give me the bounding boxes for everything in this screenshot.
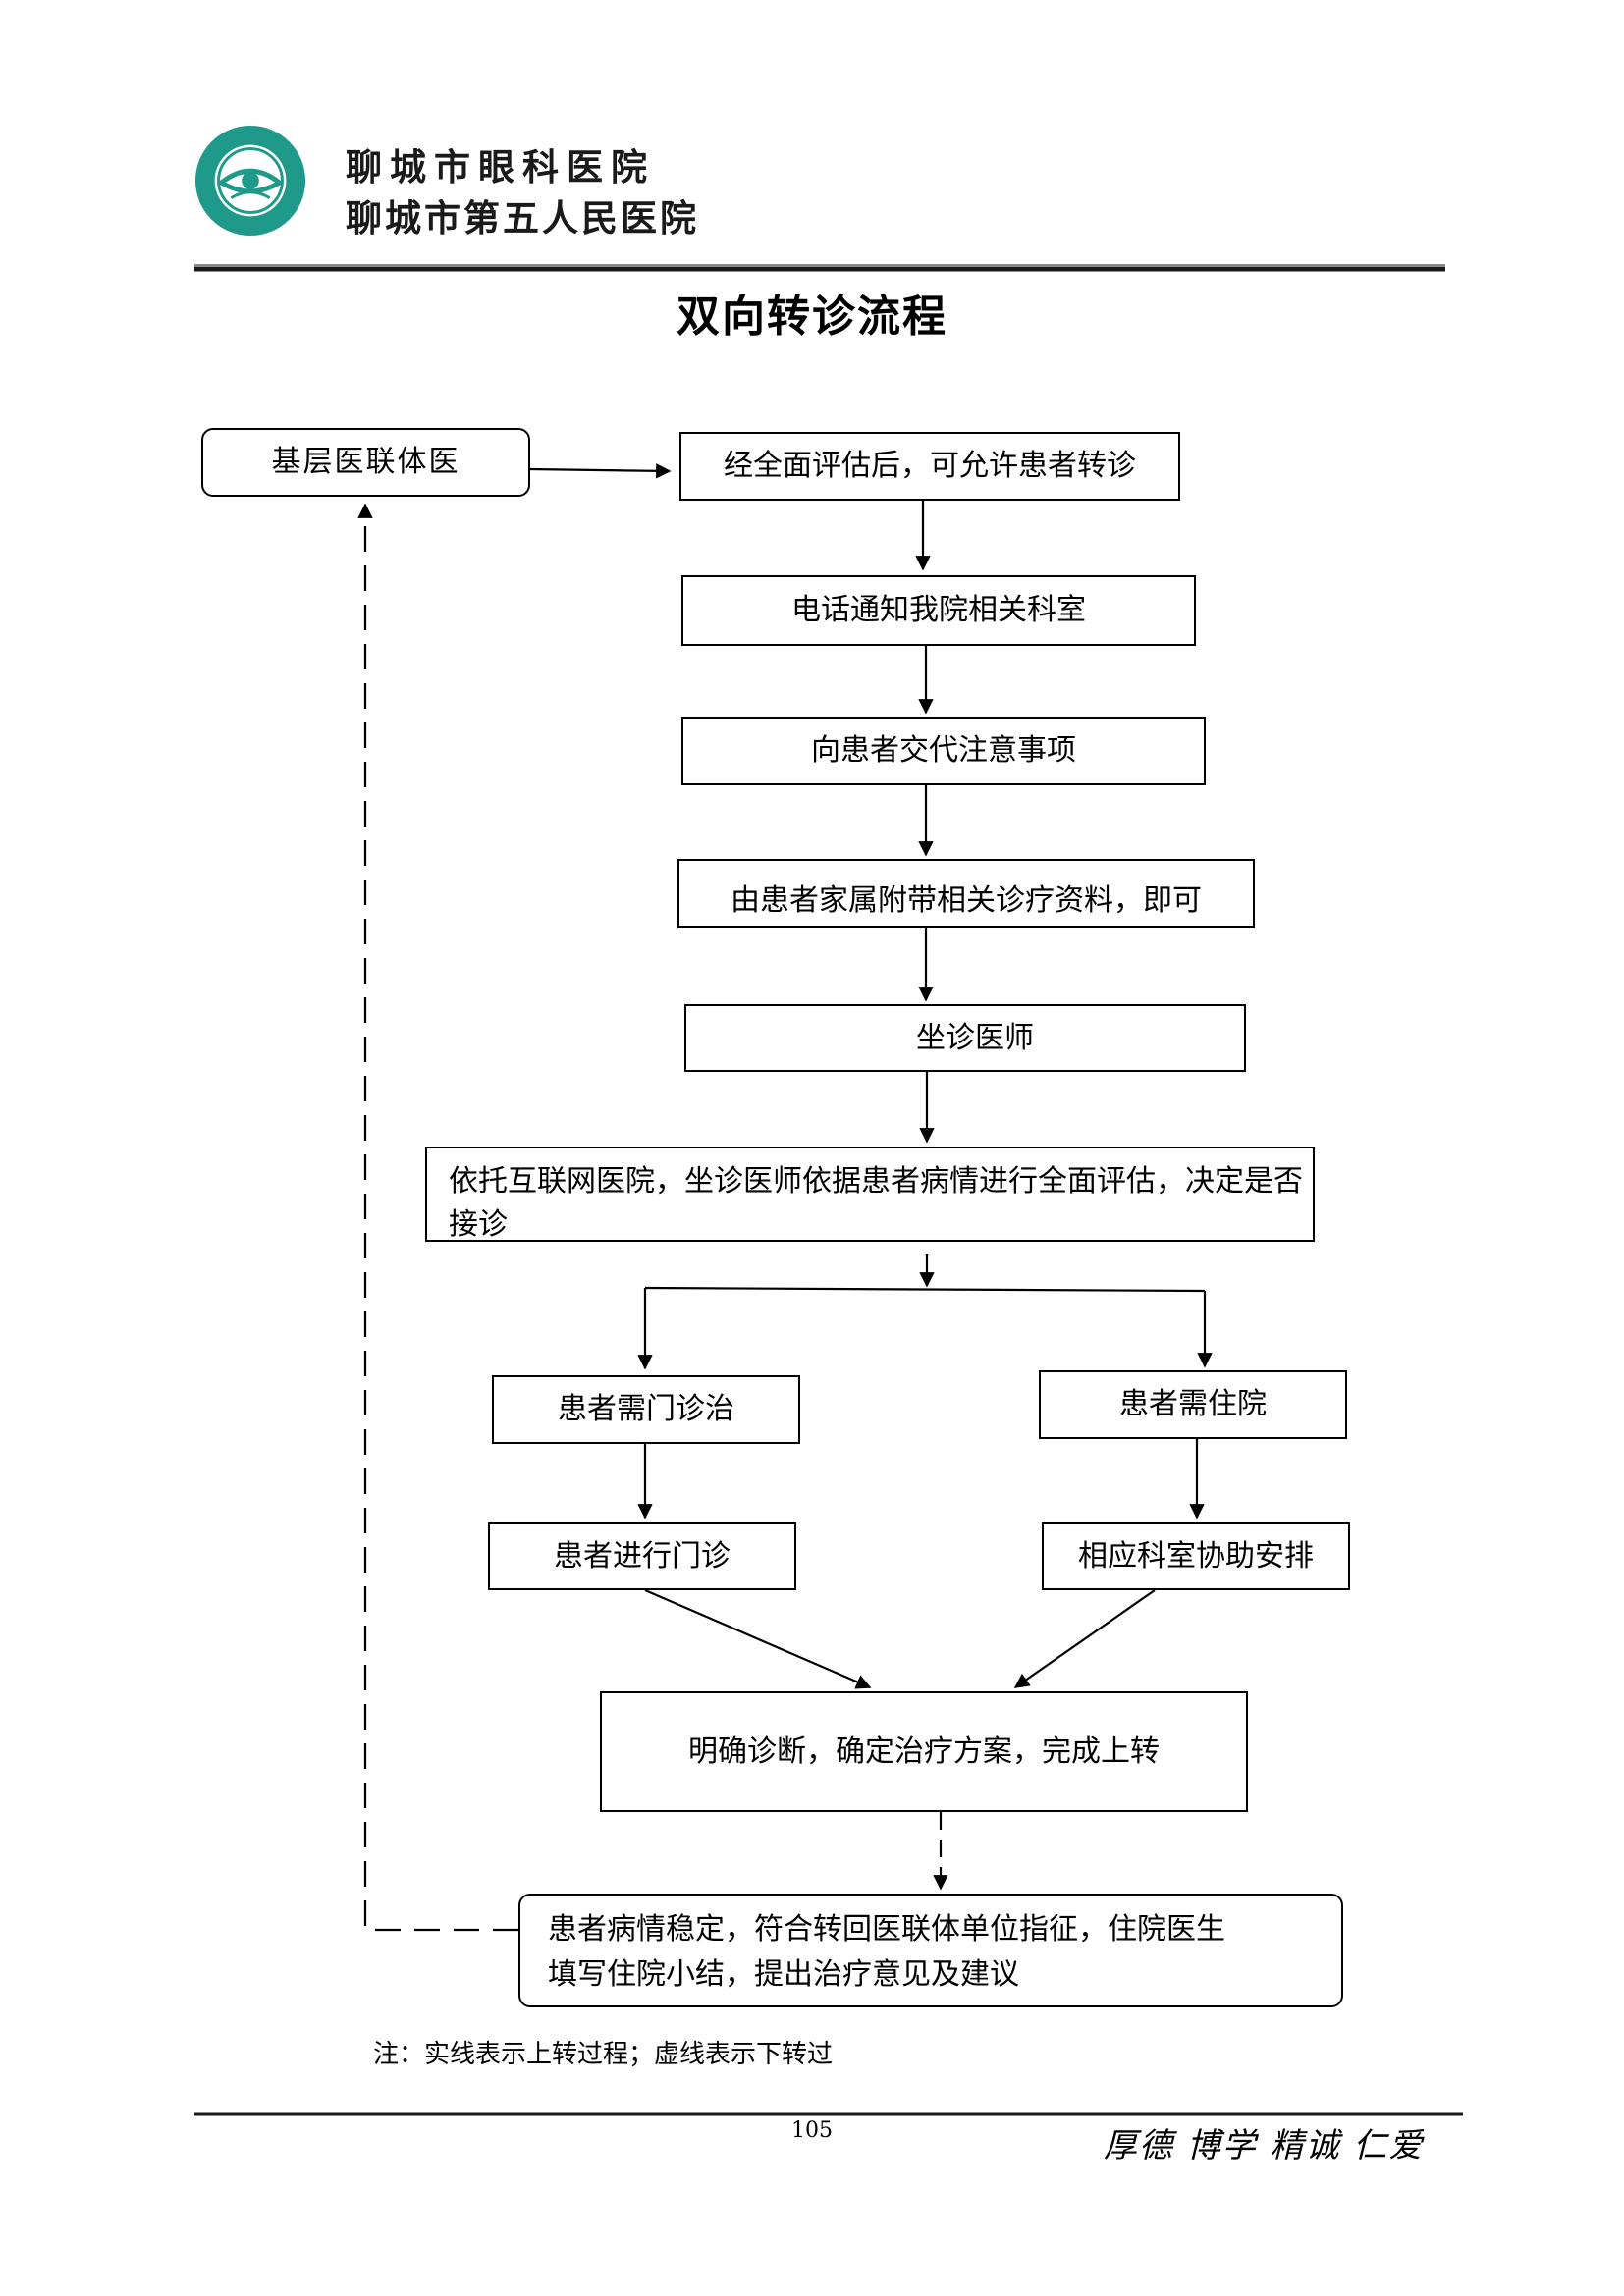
- box-step5: 坐诊医师: [684, 1004, 1246, 1072]
- box-primary-unit: 基层医联体医: [201, 428, 530, 497]
- hospital-name-secondary: 聊城市第五人民医院: [346, 197, 699, 240]
- box-branch-left-1-label: 患者需门诊治: [558, 1392, 734, 1426]
- arrow-final-back-to-primary: [357, 503, 518, 1932]
- box-step2-label: 电话通知我院相关科室: [791, 593, 1086, 627]
- legend-note: 注：实线表示上转过程；虚线表示下转过: [373, 2040, 834, 2069]
- box-step1: 经全面评估后，可允许患者转诊: [679, 432, 1180, 501]
- box-final-line-2: 填写住院小结，提出治疗意见及建议: [548, 1957, 1019, 1992]
- box-branch-right-2-label: 相应科室协助安排: [1078, 1538, 1314, 1574]
- box-step3-label: 向患者交代注意事项: [811, 733, 1076, 768]
- hospital-logo: [194, 125, 306, 237]
- box-branch-left-2-label: 患者进行门诊: [554, 1538, 731, 1574]
- box-final-line-1: 患者病情稳定，符合转回医联体单位指征，住院医生: [548, 1912, 1225, 1947]
- page-title: 双向转诊流程: [677, 292, 947, 342]
- branch-horizontal: [644, 1286, 1206, 1293]
- arrow-primary-to-step1: [529, 463, 672, 479]
- box-step2: 电话通知我院相关科室: [681, 575, 1196, 646]
- box-step4-label: 由患者家属附带相关诊疗资料，即可: [731, 883, 1202, 918]
- page-number: 105: [791, 2118, 833, 2143]
- box-branch-left-2: 患者进行门诊: [488, 1522, 796, 1590]
- box-step7: 明确诊断，确定治疗方案，完成上转: [600, 1691, 1248, 1812]
- arrow-right-to-step7: [1013, 1589, 1156, 1688]
- box-branch-right-2: 相应科室协助安排: [1042, 1522, 1350, 1590]
- box-step3: 向患者交代注意事项: [681, 717, 1206, 785]
- box-step1-label: 经全面评估后，可允许患者转诊: [724, 449, 1136, 483]
- box-step6: 依托互联网医院，坐诊医师依据患者病情进行全面评估，决定是否接诊: [425, 1147, 1315, 1242]
- hospital-motto: 厚德 博学 精诚 仁爱: [1104, 2126, 1425, 2165]
- box-step7-label: 明确诊断，确定治疗方案，完成上转: [688, 1734, 1160, 1769]
- box-step5-label: 坐诊医师: [916, 1020, 1034, 1055]
- box-final: 患者病情稳定，符合转回医联体单位指征，住院医生 填写住院小结，提出治疗意见及建议: [518, 1894, 1343, 2007]
- box-step4: 由患者家属附带相关诊疗资料，即可: [677, 859, 1255, 928]
- box-branch-right-1: 患者需住院: [1039, 1370, 1347, 1439]
- box-step6-label: 依托互联网医院，坐诊医师依据患者病情进行全面评估，决定是否接诊: [449, 1164, 1303, 1242]
- hospital-name-primary: 聊城市眼科医院: [346, 146, 655, 188]
- box-branch-right-1-label: 患者需住院: [1119, 1387, 1267, 1421]
- box-primary-unit-label: 基层医联体医: [271, 445, 460, 479]
- box-branch-left-1: 患者需门诊治: [492, 1375, 800, 1444]
- arrow-left-to-step7: [644, 1588, 872, 1689]
